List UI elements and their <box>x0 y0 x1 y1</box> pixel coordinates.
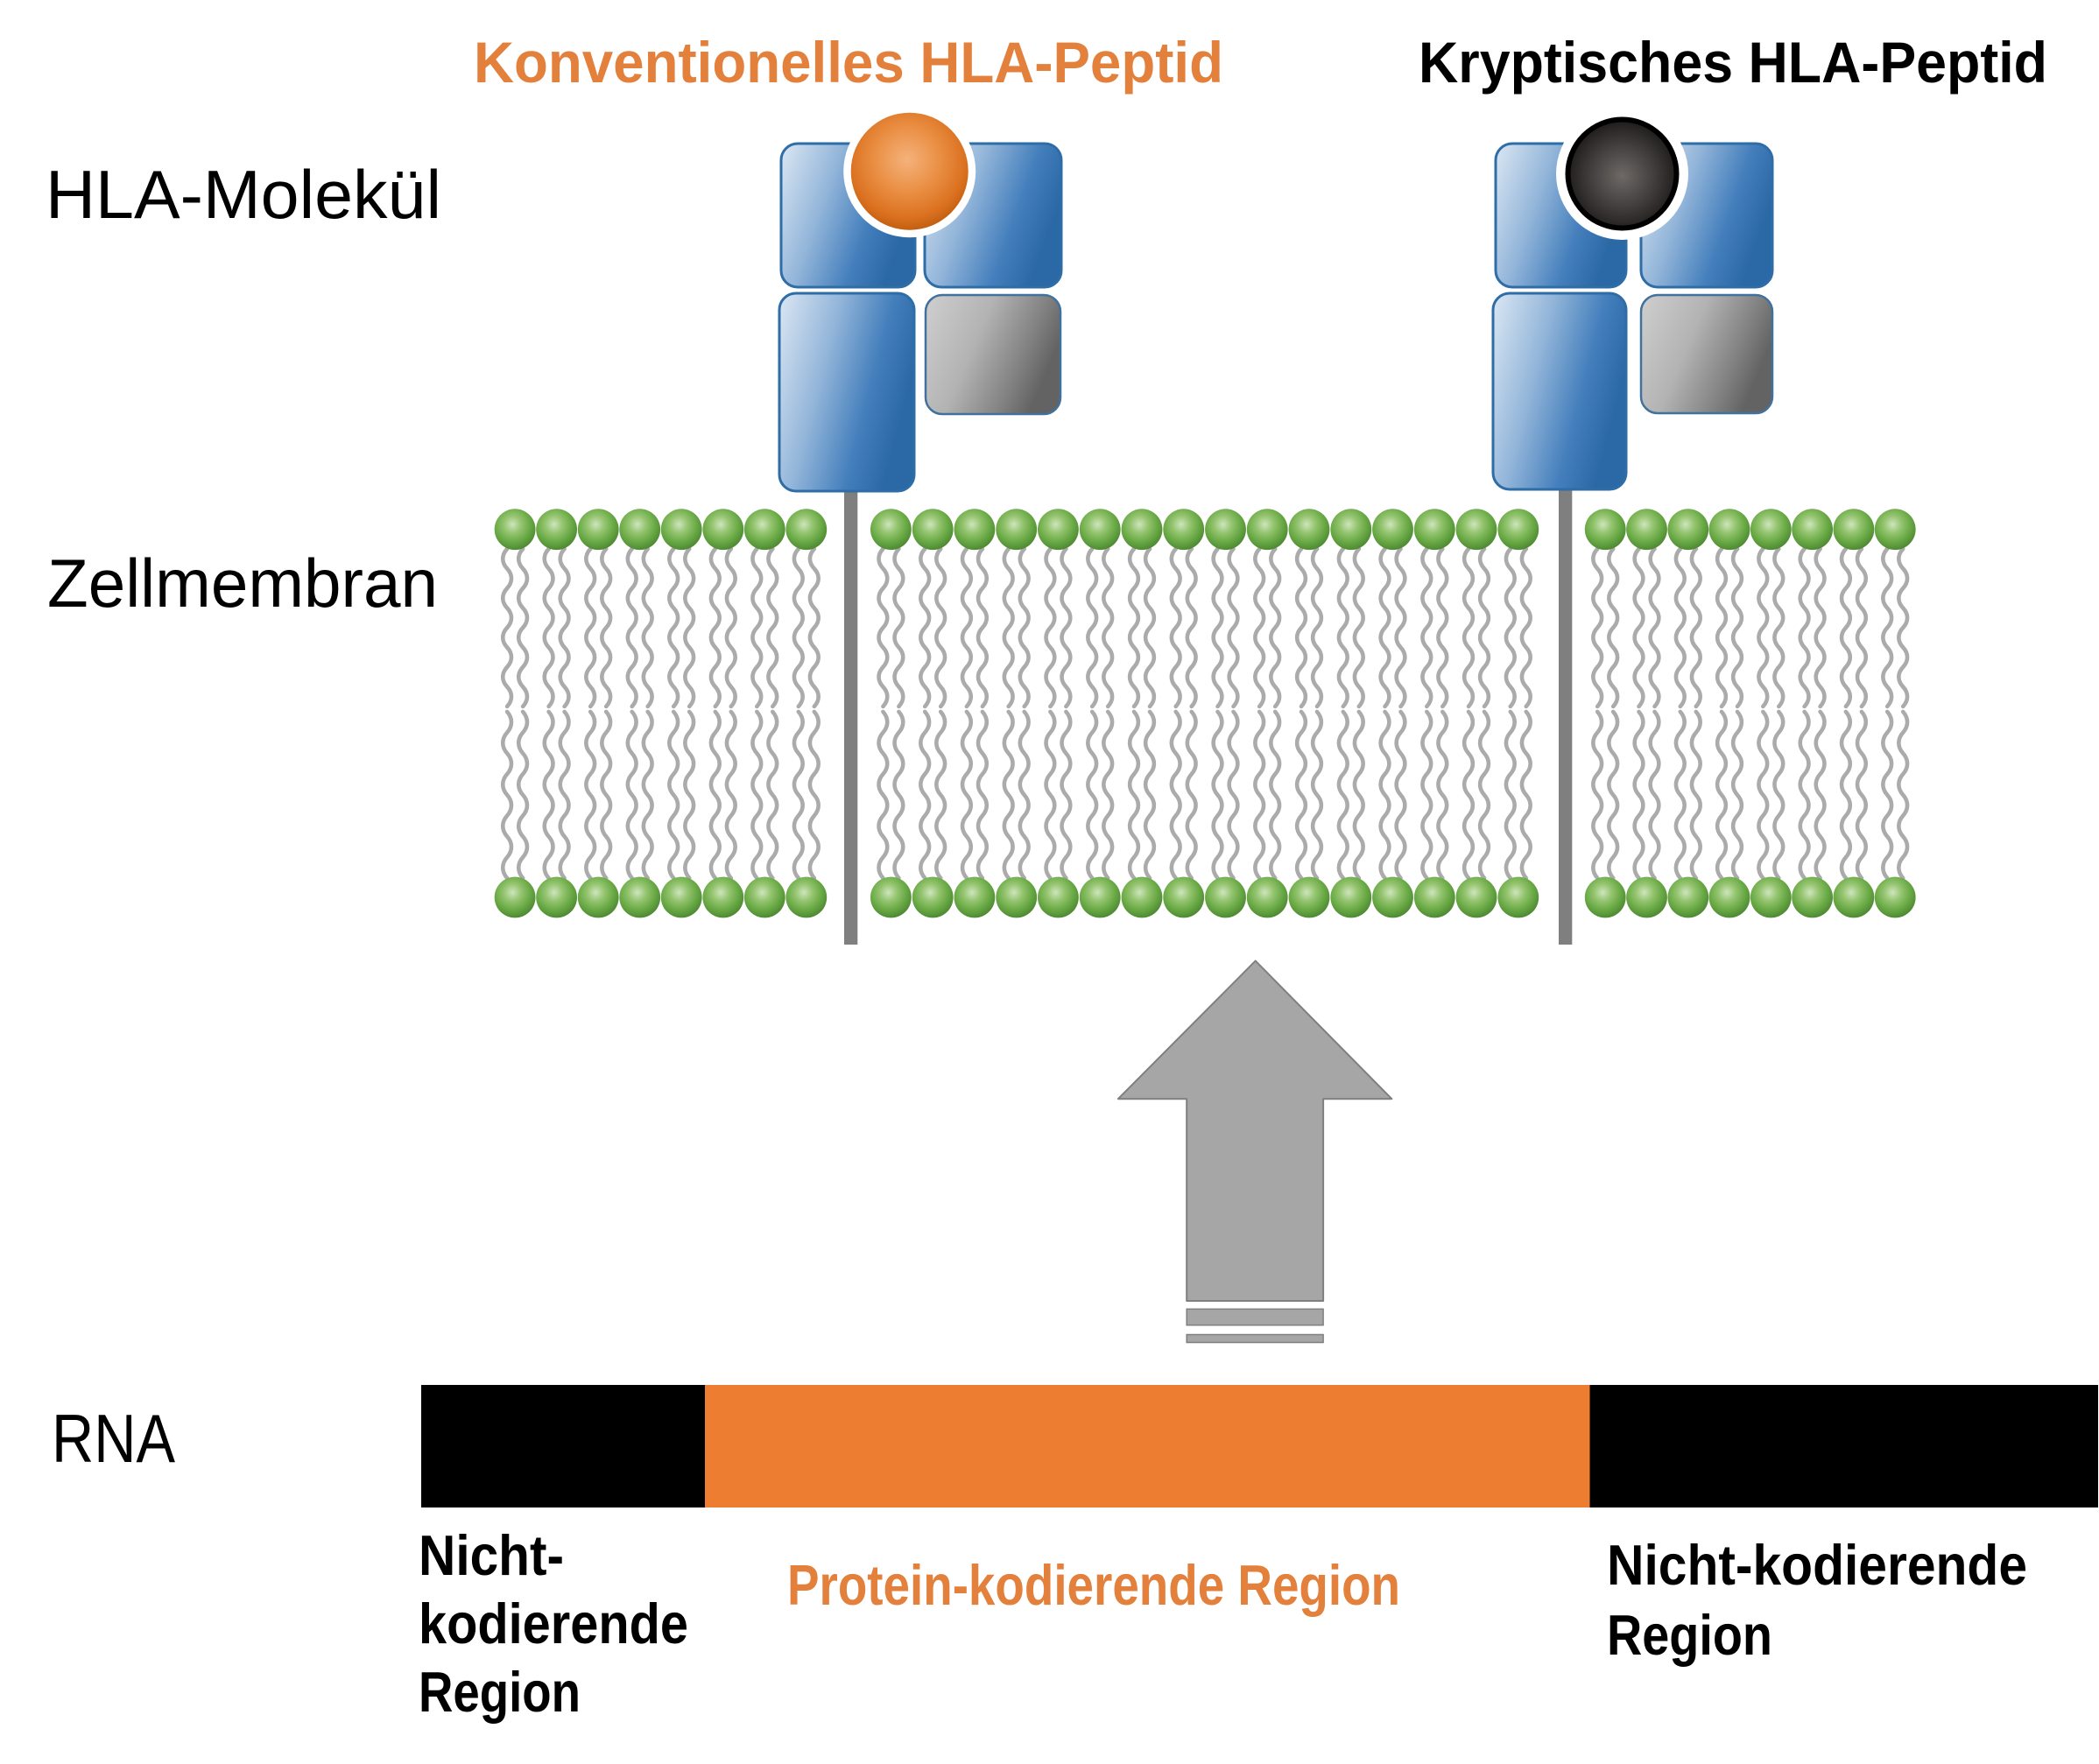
svg-text:Nicht-kodierende: Nicht-kodierende <box>1607 1533 2027 1597</box>
svg-text:kodierende: kodierende <box>419 1592 688 1655</box>
svg-text:Konventionelles HLA-Peptid: Konventionelles HLA-Peptid <box>474 30 1223 95</box>
svg-text:Zellmembran: Zellmembran <box>47 545 438 622</box>
svg-text:Kryptisches HLA-Peptid: Kryptisches HLA-Peptid <box>1419 30 2047 95</box>
svg-text:Region: Region <box>1607 1603 1772 1667</box>
svg-text:Nicht-: Nicht- <box>419 1523 564 1587</box>
svg-text:Region: Region <box>419 1660 581 1724</box>
svg-text:Protein-kodierende Region: Protein-kodierende Region <box>787 1553 1400 1617</box>
svg-text:HLA-Molekül: HLA-Molekül <box>46 156 441 233</box>
svg-text:RNA: RNA <box>52 1400 175 1477</box>
